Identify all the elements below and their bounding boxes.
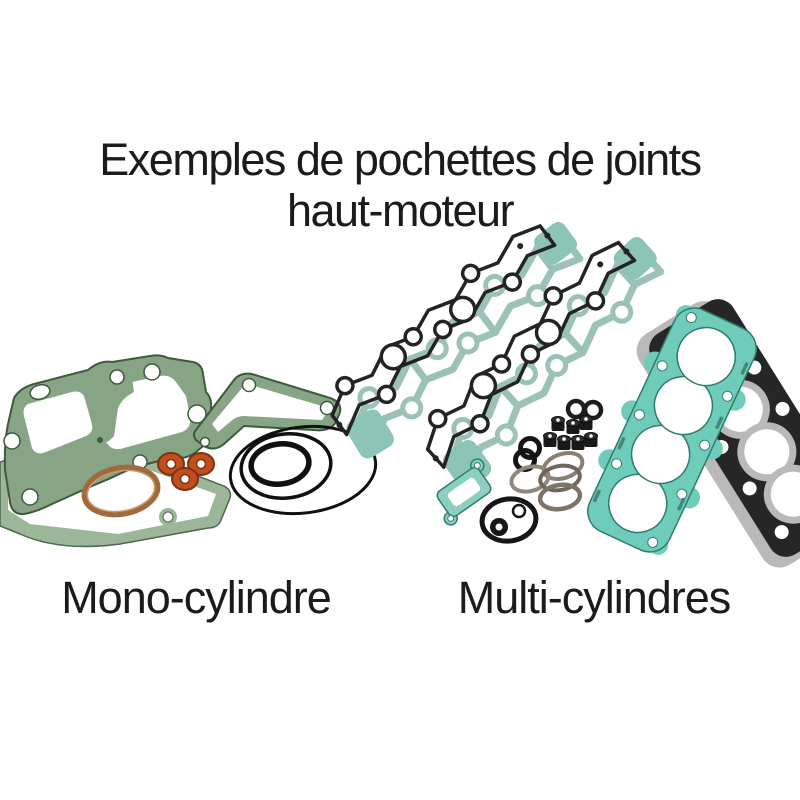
page-title-line1: Exemples de pochettes de joints (99, 134, 702, 185)
page-title: Exemples de pochettes de joints haut-mot… (0, 134, 800, 236)
cylinder-base-gasket (3, 354, 217, 516)
cylinder-head-gasket-teal (587, 305, 757, 555)
page-title-line2: haut-moteur (286, 185, 515, 236)
copper-washers (157, 452, 215, 491)
small-port-gasket (436, 458, 492, 526)
valve-stem-seals (543, 398, 604, 450)
oil-seal-ring-gasket (479, 496, 539, 544)
label-mono-cylindre: Mono-cylindre (61, 572, 332, 623)
rubber-o-rings (228, 424, 378, 516)
mono-cylinder-gasket-set (0, 354, 378, 548)
multi-cylinder-gasket-set (307, 204, 800, 568)
secondary-port-gasket (193, 372, 342, 450)
metal-rings (509, 451, 585, 512)
label-multi-cylindres: Multi-cylindres (457, 572, 732, 623)
copper-sealing-ring (81, 464, 161, 518)
